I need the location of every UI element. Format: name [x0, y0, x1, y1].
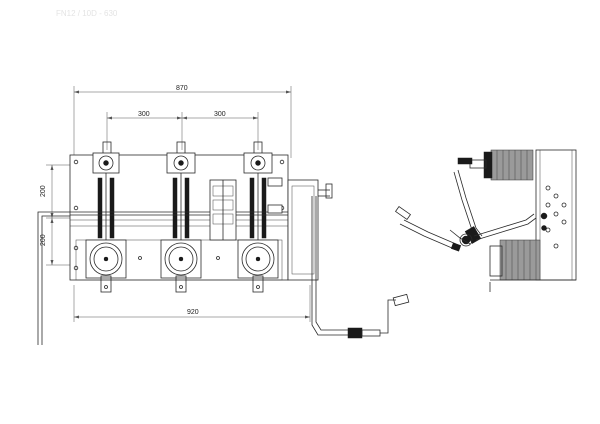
- dimension-200-lower: 200: [40, 218, 70, 266]
- operating-handle: [311, 196, 410, 339]
- dimension-870-label: 870: [176, 85, 188, 92]
- mounting-holes: [73, 159, 285, 271]
- lower-insulator: [489, 239, 541, 292]
- side-frame: [535, 149, 577, 281]
- upper-insulator: [457, 149, 534, 181]
- phase-a: [85, 141, 127, 293]
- left-link-rod: [37, 211, 70, 345]
- side-frame-holes: [540, 185, 567, 249]
- dimension-870: 870: [73, 85, 292, 158]
- dimension-300-right-label: 300: [214, 111, 226, 118]
- dimension-300-right: 300: [182, 111, 259, 150]
- switch-blades: [449, 169, 537, 247]
- dimension-200-upper: 200: [40, 164, 70, 219]
- side-mechanism-box: [287, 179, 333, 281]
- dimension-300-left: 300: [106, 111, 183, 150]
- phase-b: [160, 141, 202, 293]
- dimension-300-left-label: 300: [138, 111, 150, 118]
- phase-c: [237, 141, 279, 293]
- dimension-920-label: 920: [187, 309, 199, 316]
- dimension-920: 920: [73, 285, 311, 322]
- drawing-header-text: FN12 / 10D - 630: [56, 9, 118, 18]
- front-view: 870 300 300 200: [37, 85, 410, 345]
- side-view: [394, 149, 577, 292]
- dimension-200-upper-label: 200: [40, 185, 47, 197]
- dimension-200-lower-label: 200: [40, 234, 47, 246]
- side-handle: [394, 205, 462, 252]
